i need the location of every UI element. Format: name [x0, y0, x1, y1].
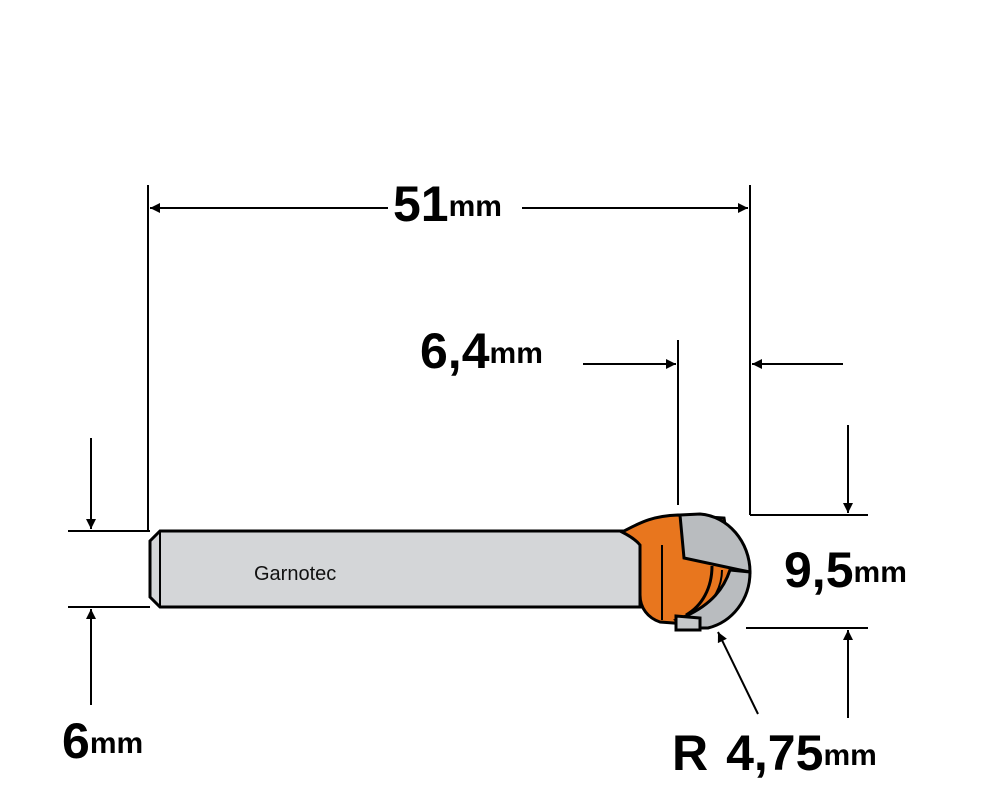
- radius-prefix: R: [672, 725, 708, 781]
- bearing-tip: [674, 614, 702, 632]
- radius-value: 4,75: [726, 725, 823, 781]
- overall-length-unit: mm: [449, 190, 502, 223]
- radius-unit: mm: [823, 739, 876, 772]
- cutting-length-label: 6,4mm: [420, 323, 543, 379]
- cutting-length-unit: mm: [490, 337, 543, 370]
- radius-dimension: R 4,75mm: [672, 631, 877, 781]
- shank: [148, 529, 642, 609]
- radius-label: R 4,75mm: [672, 725, 877, 781]
- cutting-length-dimension: 6,4mm: [420, 323, 843, 505]
- shank-diameter-label: 6mm: [62, 713, 143, 769]
- cutting-length-value: 6,4: [420, 323, 490, 379]
- overall-length-value: 51: [393, 176, 449, 232]
- overall-length-dimension: 51mm: [147, 176, 751, 531]
- cutting-diameter-unit: mm: [854, 556, 907, 589]
- shank-diameter-value: 6: [62, 713, 90, 769]
- shank-diameter-unit: mm: [90, 727, 143, 760]
- brand-label: Garnotec: [254, 563, 336, 585]
- router-bit: Garnotec: [148, 512, 752, 632]
- overall-length-label: 51mm: [393, 176, 502, 232]
- cutting-diameter-dimension: 9,5mm: [746, 425, 907, 718]
- cutting-diameter-value: 9,5: [784, 542, 854, 598]
- radius-leader: [717, 631, 759, 715]
- shank-diameter-dimension: 6mm: [62, 438, 150, 769]
- cutting-diameter-label: 9,5mm: [784, 542, 907, 598]
